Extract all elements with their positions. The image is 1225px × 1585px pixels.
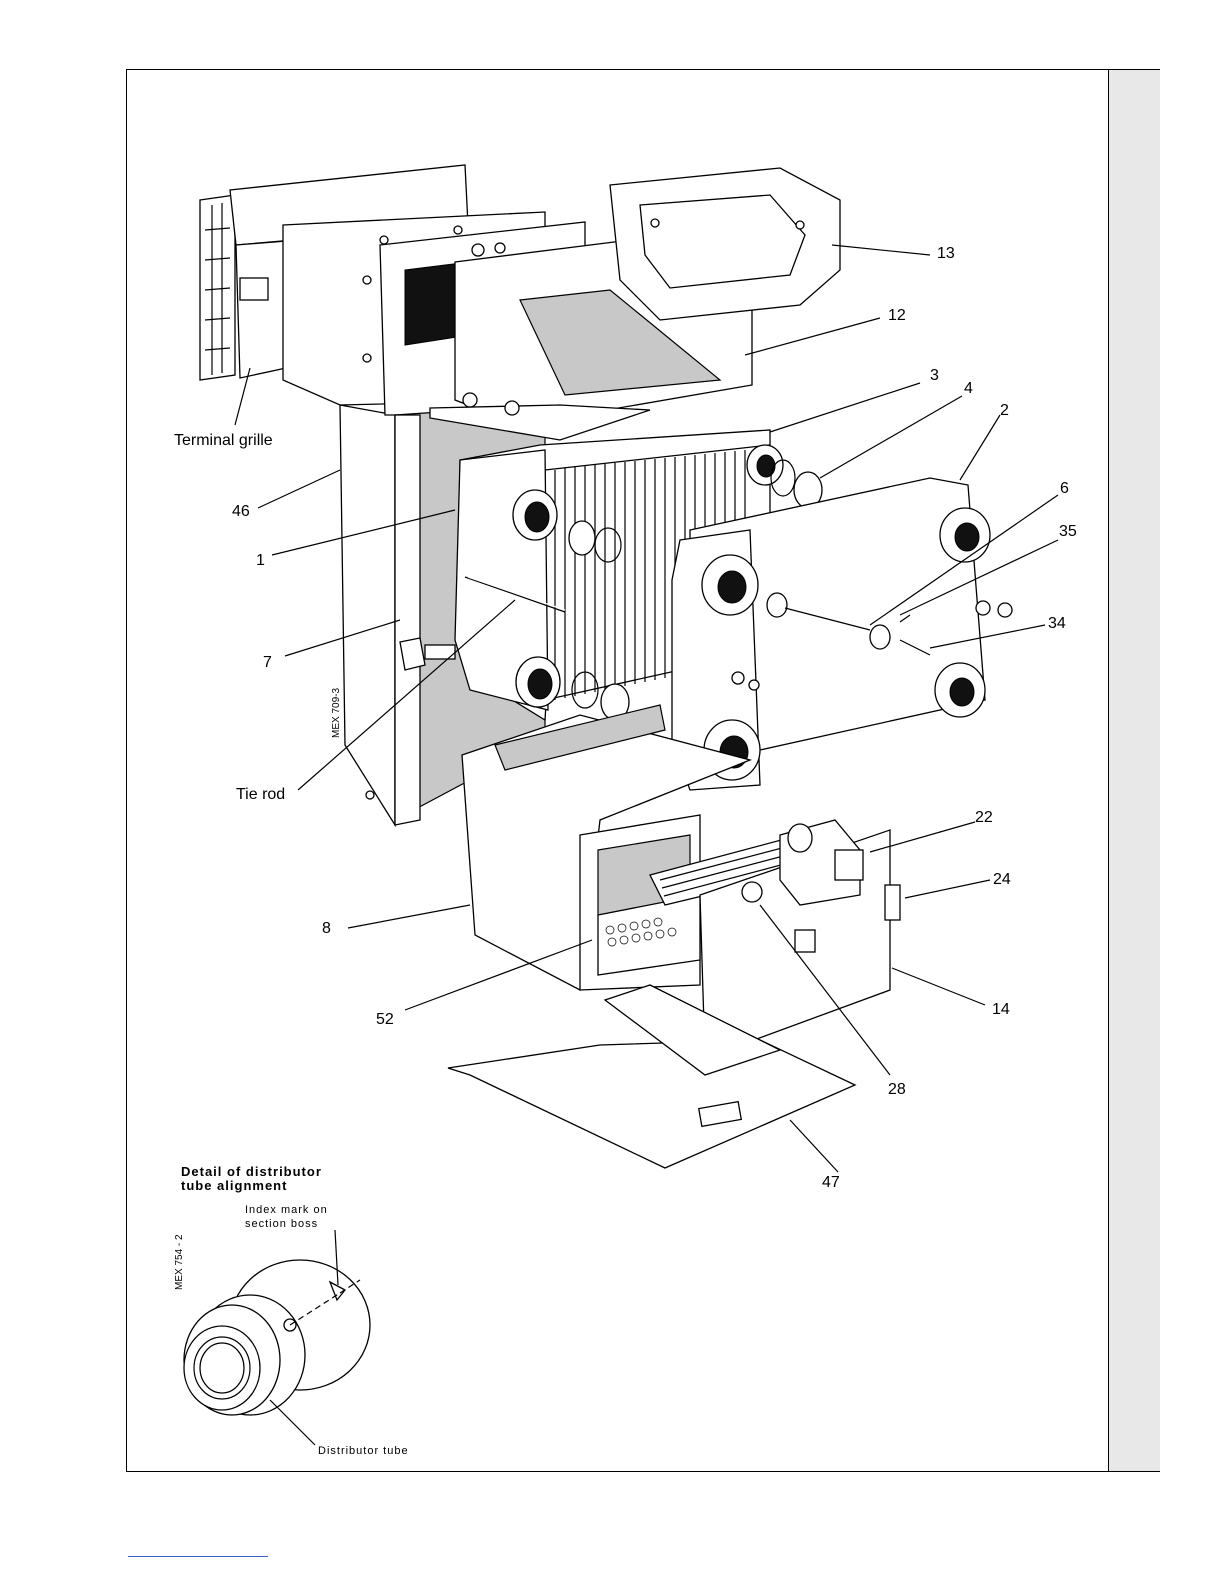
label-1: 1 — [256, 552, 265, 569]
label-tie-rod: Tie rod — [236, 786, 285, 803]
label-3: 3 — [930, 367, 939, 384]
drawing-code-main: MEX 709-3 — [331, 688, 342, 738]
label-8: 8 — [322, 920, 331, 937]
label-13: 13 — [937, 245, 955, 262]
label-47: 47 — [822, 1174, 840, 1191]
label-7: 7 — [263, 654, 272, 671]
label-24: 24 — [993, 871, 1011, 888]
label-22: 22 — [975, 809, 993, 826]
detail-title-line2: tube alignment — [181, 1178, 287, 1193]
drawing-code-detail: MEX 754 - 2 — [174, 1234, 185, 1290]
label-46: 46 — [232, 503, 250, 520]
label-2: 2 — [1000, 402, 1009, 419]
label-35: 35 — [1059, 523, 1077, 540]
label-terminal-grille: Terminal grille — [174, 432, 273, 449]
label-12: 12 — [888, 307, 906, 324]
label-34: 34 — [1048, 615, 1066, 632]
index-mark-label-line2: section boss — [245, 1218, 318, 1230]
distributor-tube-label: Distributor tube — [318, 1445, 409, 1457]
label-4: 4 — [964, 380, 973, 397]
index-mark-label-line1: Index mark on — [245, 1204, 328, 1216]
hood-and-cover — [430, 168, 840, 440]
detail-inset: Detail of distributor tube alignment Ind… — [174, 1164, 409, 1457]
label-28: 28 — [888, 1081, 906, 1098]
label-52: 52 — [376, 1011, 394, 1028]
front-section — [672, 478, 1012, 790]
detail-title-line1: Detail of distributor — [181, 1164, 322, 1179]
label-14: 14 — [992, 1001, 1010, 1018]
footer-link-underline — [128, 1556, 268, 1557]
label-6: 6 — [1060, 480, 1069, 497]
